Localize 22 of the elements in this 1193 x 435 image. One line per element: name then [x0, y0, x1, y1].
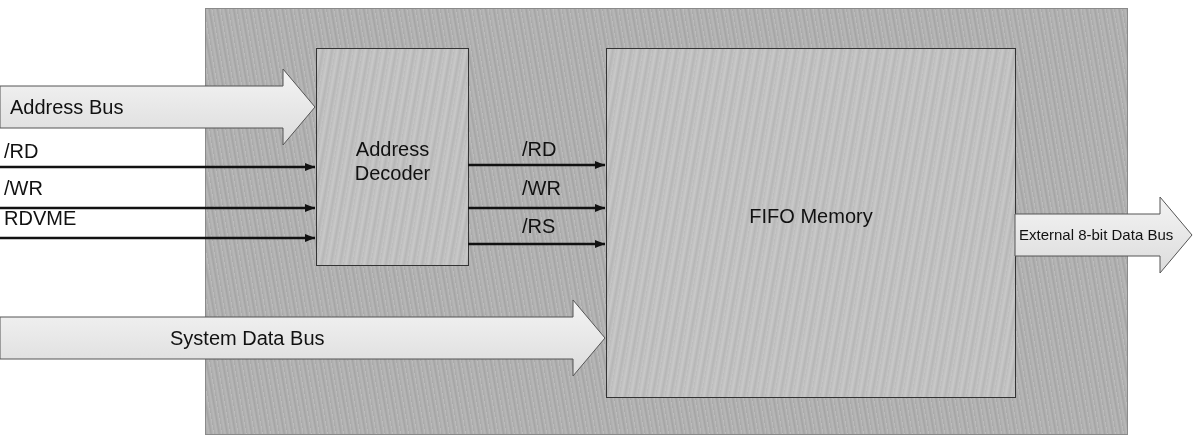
signal-arrow [0, 204, 315, 212]
signal-arrow [468, 204, 605, 212]
bus-arrow [0, 68, 316, 146]
bus-arrow [0, 299, 606, 377]
edge-label: /RD [522, 139, 557, 159]
signal-arrow [468, 161, 605, 169]
edge-label: System Data Bus [170, 328, 325, 348]
edge-label: Address Bus [10, 97, 124, 117]
block-box [606, 48, 1016, 398]
edge-label: RDVME [4, 208, 77, 228]
edge-label: /RD [4, 141, 39, 161]
bus-arrow [1014, 196, 1193, 274]
block-label: Address Decoder [353, 137, 432, 185]
signal-arrow [0, 234, 315, 242]
edge-label: /RS [522, 216, 556, 236]
signal-arrow [0, 163, 315, 171]
signal-arrow [468, 240, 605, 248]
edge-label: External 8-bit Data Bus [1019, 227, 1174, 242]
block-label: FIFO Memory [749, 204, 873, 228]
block-box [316, 48, 469, 266]
edge-label: /WR [522, 178, 561, 198]
edge-label: /WR [4, 178, 43, 198]
